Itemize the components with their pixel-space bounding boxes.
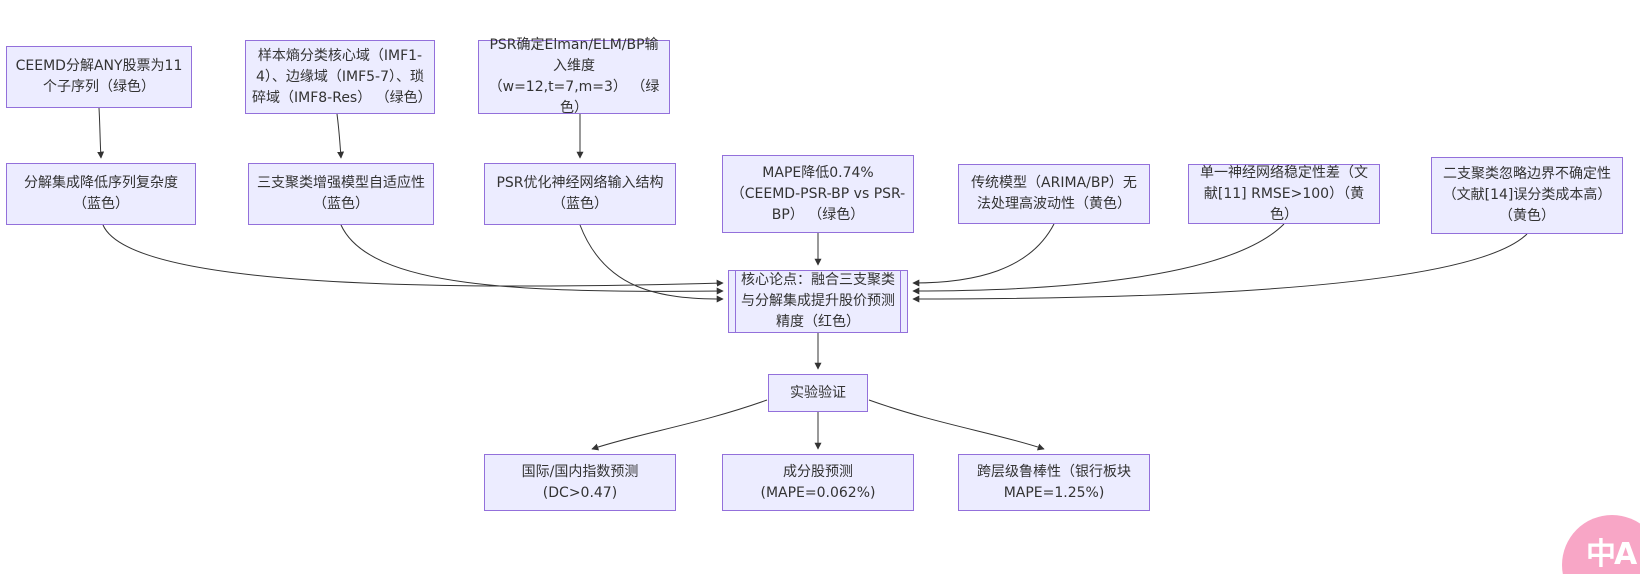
node-label: 三支聚类增强模型自适应性（蓝色） [257,175,425,212]
node-label: 核心论点：融合三支聚类与分解集成提升股价预测精度（红色） [741,272,895,330]
node-label: MAPE降低0.74%（CEEMD-PSR-BP vs PSR-BP） （绿色） [730,164,906,223]
node-constituent-stock-prediction: 成分股预测 (MAPE=0.062%) [722,454,914,511]
node-label: 单一神经网络稳定性差（文献[11] RMSE>100）（黄色） [1200,164,1368,223]
node-label: PSR确定Elman/ELM/BP输入维度（w=12,t=7,m=3） （绿色） [488,37,660,116]
node-mape-reduction: MAPE降低0.74%（CEEMD-PSR-BP vs PSR-BP） （绿色） [722,155,914,233]
node-label: 样本熵分类核心域（IMF1-4）、边缘域（IMF5-7）、琐碎域（IMF8-Re… [252,47,432,106]
node-psr-optimizes-input-structure: PSR优化神经网络输入结构（蓝色） [484,163,676,225]
node-core-thesis: 核心论点：融合三支聚类与分解集成提升股价预测精度（红色） [728,270,908,333]
edge-twoway-to-core [912,233,1528,303]
edge-psrstructure-to-core [579,224,724,303]
edge-complexity-to-core [102,224,724,287]
edge-entropy-to-adaptivity [336,113,345,159]
node-single-nn-instability: 单一神经网络稳定性差（文献[11] RMSE>100）（黄色） [1188,164,1380,224]
edge-traditional-to-core [912,223,1055,287]
node-two-way-clustering-limitation: 二支聚类忽略边界不确定性（文献[14]误分类成本高）（黄色） [1431,157,1623,234]
node-three-way-clustering-adaptivity: 三支聚类增强模型自适应性（蓝色） [248,163,434,225]
node-sample-entropy-classification: 样本熵分类核心域（IMF1-4）、边缘域（IMF5-7）、琐碎域（IMF8-Re… [245,40,435,114]
node-decomposition-reduces-complexity: 分解集成降低序列复杂度（蓝色） [6,163,196,225]
node-label: 国际/国内指数预测 (DC>0.47) [521,463,639,501]
node-label: 分解集成降低序列复杂度（蓝色） [24,175,178,212]
node-label: CEEMD分解ANY股票为11个子序列（绿色） [15,58,183,95]
edge-experiment-to-index [591,399,768,451]
translate-icon: 中A [1586,537,1637,572]
node-ceemd-decomposition: CEEMD分解ANY股票为11个子序列（绿色） [6,46,192,108]
node-experiment-validation: 实验验证 [768,374,868,412]
node-index-prediction: 国际/国内指数预测 (DC>0.47) [484,454,676,511]
node-label: 实验验证 [790,384,846,401]
node-cross-level-robustness: 跨层级鲁棒性（银行板块 MAPE=1.25%) [958,454,1150,511]
node-label: PSR优化神经网络输入结构（蓝色） [496,175,664,212]
translate-badge-button[interactable]: 中A [1562,515,1640,574]
node-psr-input-dimension: PSR确定Elman/ELM/BP输入维度（w=12,t=7,m=3） （绿色） [478,37,670,116]
edge-singlenn-to-core [912,223,1285,295]
edge-adaptivity-to-core [340,224,724,295]
node-label: 成分股预测 (MAPE=0.062%) [760,463,876,501]
node-traditional-model-limitation: 传统模型（ARIMA/BP）无法处理高波动性（黄色） [958,164,1150,224]
node-label: 传统模型（ARIMA/BP）无法处理高波动性（黄色） [971,175,1137,212]
node-label: 二支聚类忽略边界不确定性（文献[14]误分类成本高）（黄色） [1442,166,1612,224]
edge-ceemd-to-complexity [97,107,105,159]
node-label: 跨层级鲁棒性（银行板块 MAPE=1.25%) [977,463,1131,501]
edge-experiment-to-robustness [868,399,1045,451]
